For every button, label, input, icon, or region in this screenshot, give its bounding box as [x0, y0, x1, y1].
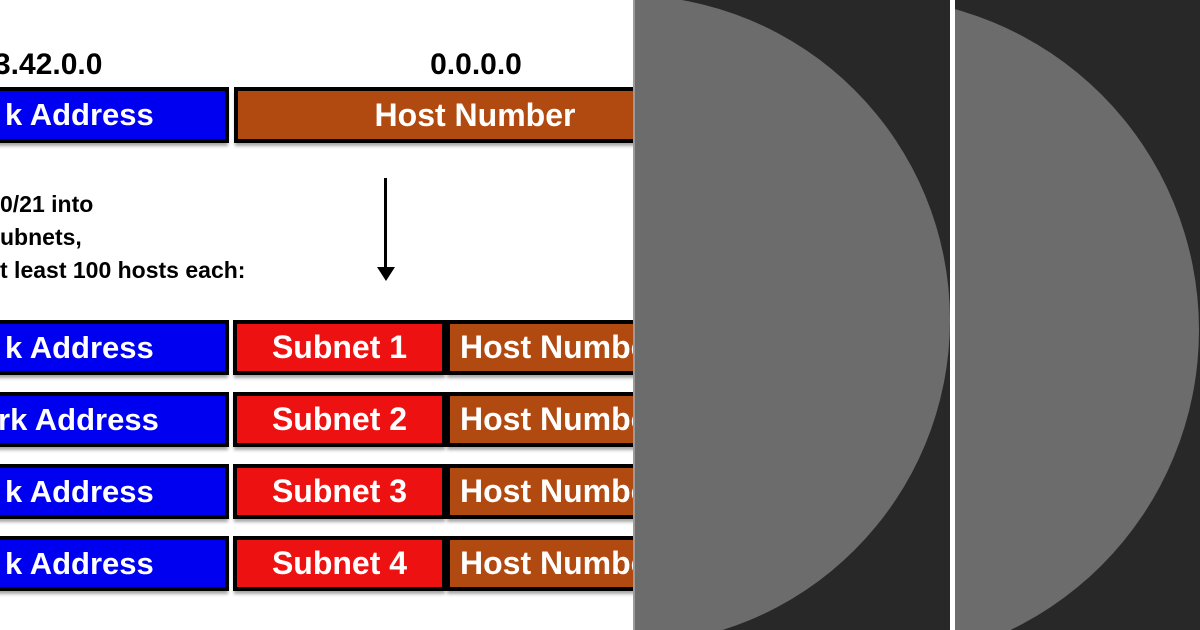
network-address-cell: k Address — [0, 536, 229, 591]
down-arrow-line — [384, 178, 387, 270]
subnet-2-label: Subnet 2 — [271, 401, 408, 437]
network-address-cell: k Address — [0, 320, 229, 375]
subnet-2-cell: Subnet 2 — [233, 392, 446, 447]
subnet-1-label: Subnet 1 — [271, 329, 408, 365]
host-number-cell: Host Number — [446, 464, 661, 519]
subnet-4-cell: Subnet 4 — [233, 536, 446, 591]
host-number-cell-label: Host Number — [460, 473, 661, 509]
network-address-cell: k Address — [0, 464, 229, 519]
host-number-cell: Host Number — [446, 392, 661, 447]
ip-label-network: 3.42.0.0 — [0, 48, 103, 81]
subnet-3-label: Subnet 3 — [271, 473, 408, 509]
gray-circle-right — [955, 0, 1199, 630]
network-address-label: k Address — [5, 97, 154, 132]
subnet-3-cell: Subnet 3 — [233, 464, 446, 519]
subnet-4-label: Subnet 4 — [271, 545, 408, 581]
host-number-cell: Host Number — [446, 320, 661, 375]
subnet-row-2: rk Address Subnet 2 Host Number — [0, 392, 661, 447]
ip-label-host: 0.0.0.0 — [430, 48, 522, 81]
subnet-row-4: k Address Subnet 4 Host Number — [0, 536, 661, 591]
note-line-2: ubnets, — [0, 224, 82, 250]
host-number-cell: Host Number — [446, 536, 661, 591]
host-number-label: Host Number — [374, 97, 576, 133]
dark-panel-left — [633, 0, 952, 630]
network-address-cell-label: k Address — [5, 330, 154, 365]
subnet-1-cell: Subnet 1 — [233, 320, 446, 375]
down-arrow-head — [377, 267, 395, 281]
network-address-bar: k Address — [0, 87, 229, 143]
host-number-cell-label: Host Number — [460, 545, 661, 581]
network-address-cell-label: k Address — [5, 474, 154, 509]
panel-gap-strip — [950, 0, 955, 630]
network-address-cell-label: k Address — [5, 546, 154, 581]
dark-panel-right — [955, 0, 1200, 630]
subnet-row-1: k Address Subnet 1 Host Number — [0, 320, 661, 375]
host-number-cell-label: Host Number — [460, 401, 661, 437]
network-address-cell: rk Address — [0, 392, 229, 447]
host-number-cell-label: Host Number — [460, 329, 661, 365]
network-address-cell-label: rk Address — [0, 402, 159, 437]
note-line-3: t least 100 hosts each: — [0, 257, 246, 283]
subnet-row-3: k Address Subnet 3 Host Number — [0, 464, 661, 519]
gray-circle-left — [635, 0, 950, 630]
note-text: 0/21 into ubnets, t least 100 hosts each… — [0, 188, 245, 287]
note-line-1: 0/21 into — [0, 191, 94, 217]
